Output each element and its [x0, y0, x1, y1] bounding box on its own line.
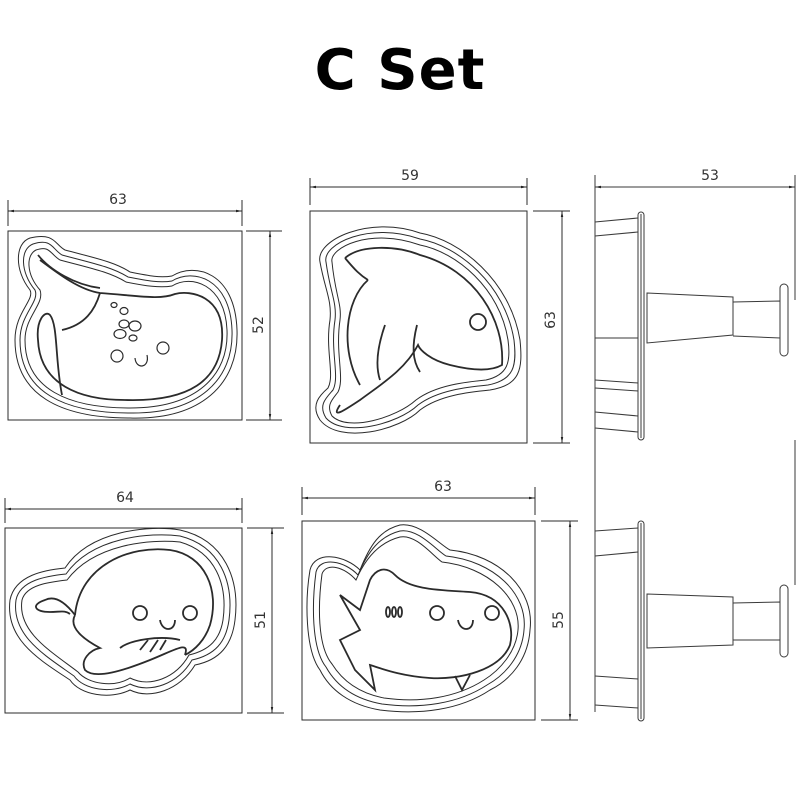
page-title: C Set [314, 38, 486, 103]
whale-frame [4, 527, 243, 714]
dolphin-view [309, 178, 570, 444]
whale-height-label: 51 [253, 611, 269, 629]
shark-height-label: 55 [551, 611, 567, 629]
side-profile-view [594, 175, 796, 722]
bottom-plunger [594, 520, 789, 722]
narwhal-frame [7, 230, 243, 421]
top-plunger [594, 211, 789, 441]
shark-frame [301, 520, 536, 721]
dolphin-height-label: 63 [543, 311, 559, 329]
narwhal-height-label: 52 [251, 316, 267, 334]
narwhal-width-label: 63 [109, 192, 127, 208]
whale-width-label: 64 [116, 490, 134, 506]
dolphin-frame [309, 210, 528, 444]
shark-view [301, 487, 578, 721]
side-depth-label: 53 [701, 168, 719, 184]
narwhal-view [7, 200, 282, 421]
whale-view [4, 498, 284, 714]
dolphin-width-label: 59 [401, 168, 419, 184]
shark-width-label: 63 [434, 479, 452, 495]
